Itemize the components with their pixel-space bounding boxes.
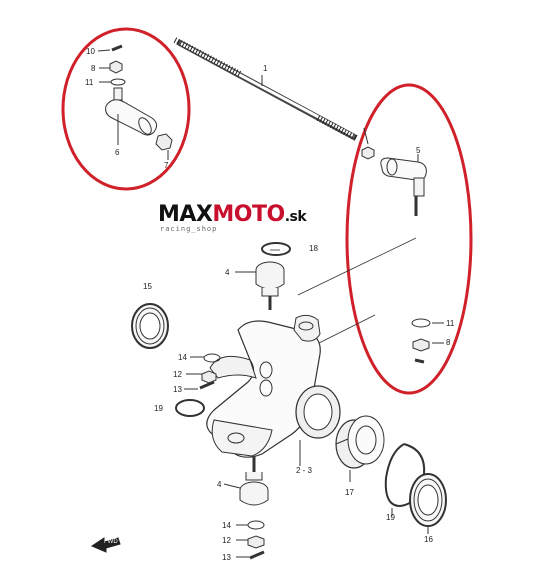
label-14-upper: 14 — [178, 353, 187, 362]
lower-ball-joint — [223, 456, 269, 506]
left-hardware-upper — [184, 353, 221, 390]
snap-ring-19-right — [384, 443, 426, 508]
label-14-lower: 14 — [222, 521, 231, 530]
label-11-right: 11 — [446, 319, 455, 328]
left-tie-rod-end — [97, 44, 173, 160]
seal-15 — [131, 303, 169, 349]
seal-16 — [409, 473, 447, 534]
upper-ball-joint — [235, 261, 285, 310]
highlight-left-oval — [61, 27, 191, 191]
label-12-upper: 12 — [173, 370, 182, 379]
label-13-upper: 13 — [173, 385, 182, 394]
label-17: 17 — [345, 488, 354, 497]
label-11-left: 11 — [85, 78, 94, 87]
logo-suffix: .sk — [284, 209, 307, 225]
label-4-lower: 4 — [217, 480, 222, 489]
label-8-right: 8 — [446, 338, 451, 347]
bearing-17 — [335, 415, 385, 482]
label-16: 16 — [424, 535, 433, 544]
label-12-lower: 12 — [222, 536, 231, 545]
logo-wordmark: MAXMOTO.sk — [158, 202, 307, 229]
steering-knuckle — [206, 314, 341, 466]
logo-tagline: racing_shop — [160, 225, 218, 233]
label-2-3: 2 - 3 — [296, 466, 313, 475]
label-18: 18 — [309, 244, 318, 253]
logo-part-1: MAX — [158, 202, 213, 227]
label-10: 10 — [86, 47, 95, 56]
front-arrow-label: FWD — [104, 539, 118, 545]
snap-ring-18 — [261, 242, 291, 256]
label-13-lower: 13 — [222, 553, 231, 562]
label-5: 5 — [416, 146, 421, 155]
label-15: 15 — [143, 282, 152, 291]
snap-ring-19-left — [175, 399, 205, 417]
tie-rod — [173, 37, 358, 141]
label-8-left: 8 — [91, 64, 96, 73]
left-hardware-lower — [236, 520, 265, 560]
label-1: 1 — [263, 64, 268, 73]
label-7: 7 — [164, 161, 169, 170]
logo-part-2: MOTO — [212, 202, 285, 227]
label-19-left: 19 — [154, 404, 163, 413]
label-6: 6 — [115, 148, 120, 157]
label-19-right: 19 — [386, 513, 395, 522]
highlight-right-oval — [345, 83, 473, 395]
right-hardware — [411, 318, 444, 364]
maxmoto-logo: MAXMOTO.sk racing_shop — [158, 203, 378, 237]
front-arrow-icon — [90, 537, 121, 553]
label-4-upper: 4 — [225, 268, 230, 277]
right-tie-rod-end — [361, 127, 427, 216]
